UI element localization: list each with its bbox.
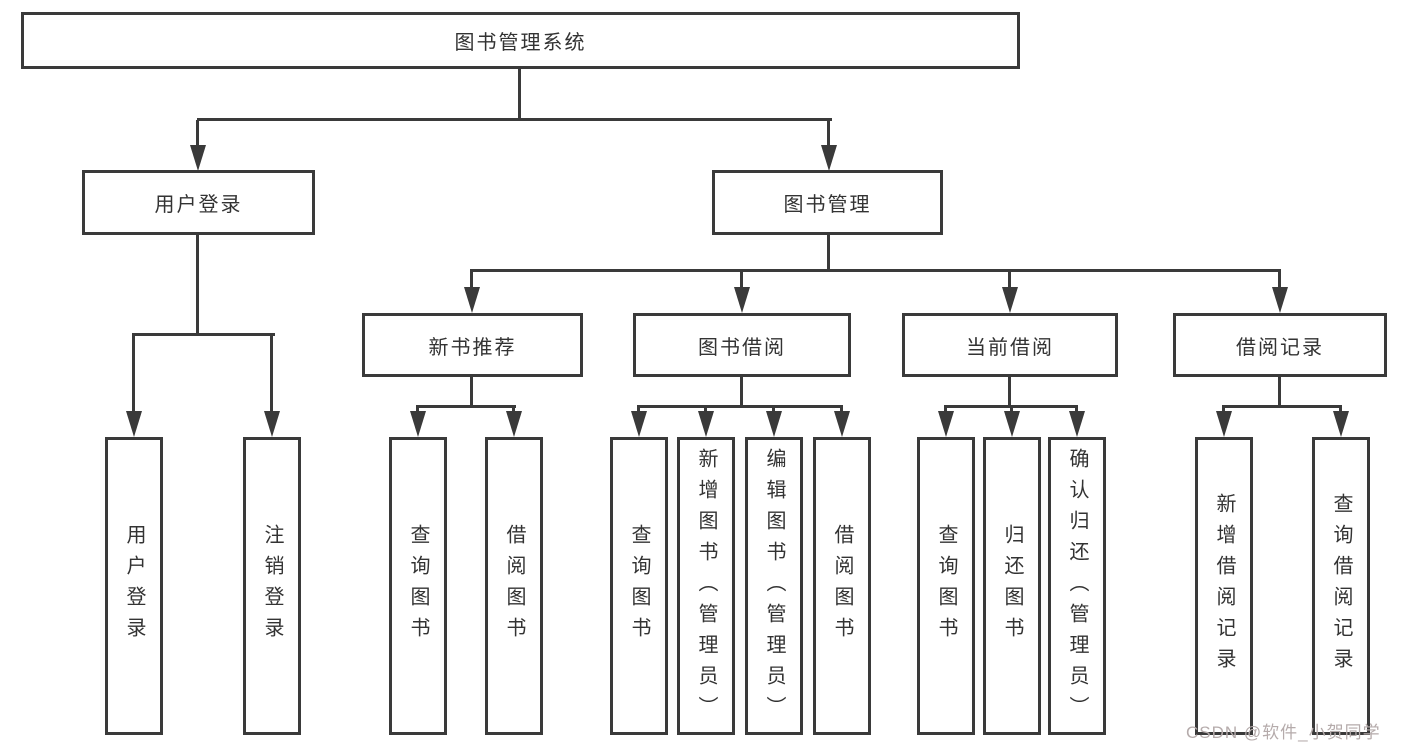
connector-to-recommend (470, 271, 473, 291)
leaf-query-borrow-record: 查询借阅记录 (1312, 437, 1370, 735)
leaf-borrow-book: 借阅图书 (813, 437, 871, 735)
connector-to-records (1278, 271, 1281, 291)
arrowhead-leaf (938, 411, 954, 437)
arrowhead-leaf (834, 411, 850, 437)
leaf-query-book-recommend: 查询图书 (389, 437, 447, 735)
connector-to-book-mgmt (827, 120, 830, 148)
arrowhead-leaf (766, 411, 782, 437)
arrowhead-records (1272, 287, 1288, 313)
leaf-return-book: 归还图书 (983, 437, 1041, 735)
connector-to-leaf-login (132, 335, 135, 414)
connector-current-bus (944, 405, 1078, 408)
node-user-login: 用户登录 (82, 170, 315, 235)
arrowhead-leaf (631, 411, 647, 437)
connector-recommend-stub (470, 376, 473, 408)
connector-current-stub (1008, 376, 1011, 408)
node-borrow-records: 借阅记录 (1173, 313, 1387, 377)
leaf-add-borrow-record: 新增借阅记录 (1195, 437, 1253, 735)
arrowhead-leaf (698, 411, 714, 437)
arrowhead-leaf-logout (264, 411, 280, 437)
connector-login-stub (196, 234, 199, 336)
connector-to-leaf-logout (270, 335, 273, 414)
node-book-borrow: 图书借阅 (633, 313, 851, 377)
arrowhead-leaf (1216, 411, 1232, 437)
arrowhead-leaf (1004, 411, 1020, 437)
arrowhead-leaf (410, 411, 426, 437)
connector-borrow-bus (637, 405, 843, 408)
connector-recommend-bus (416, 405, 516, 408)
connector-records-bus (1222, 405, 1342, 408)
leaf-query-book-current: 查询图书 (917, 437, 975, 735)
connector-borrow-stub (740, 376, 743, 408)
arrowhead-leaf (1069, 411, 1085, 437)
node-new-book-recommend: 新书推荐 (362, 313, 583, 377)
leaf-confirm-return-admin: 确认归还（管理员） (1048, 437, 1106, 735)
leaf-borrow-book-recommend: 借阅图书 (485, 437, 543, 735)
connector-level2-bus (197, 118, 832, 121)
watermark: CSDN @软件_小贺同学 (1186, 723, 1381, 742)
connector-level3-bus (470, 269, 1281, 272)
node-book-management: 图书管理 (712, 170, 943, 235)
connector-to-borrow (740, 271, 743, 291)
arrowhead-leaf-login (126, 411, 142, 437)
node-library-system: 图书管理系统 (21, 12, 1020, 69)
leaf-query-book-borrow: 查询图书 (610, 437, 668, 735)
connector-to-current (1008, 271, 1011, 291)
arrowhead-book-mgmt (821, 145, 837, 171)
connector-to-user-login (196, 120, 199, 148)
leaf-add-book-admin: 新增图书（管理员） (677, 437, 735, 735)
arrowhead-user-login (190, 145, 206, 171)
node-current-borrow: 当前借阅 (902, 313, 1118, 377)
connector-root-stub (518, 68, 521, 120)
connector-login-bus (132, 333, 275, 336)
arrowhead-recommend (464, 287, 480, 313)
arrowhead-borrow (734, 287, 750, 313)
arrowhead-current (1002, 287, 1018, 313)
arrowhead-leaf (1333, 411, 1349, 437)
connector-records-stub (1278, 376, 1281, 408)
connector-mgmt-stub (827, 234, 830, 272)
arrowhead-leaf (506, 411, 522, 437)
leaf-edit-book-admin: 编辑图书（管理员） (745, 437, 803, 735)
leaf-logout: 注销登录 (243, 437, 301, 735)
leaf-user-login: 用户登录 (105, 437, 163, 735)
